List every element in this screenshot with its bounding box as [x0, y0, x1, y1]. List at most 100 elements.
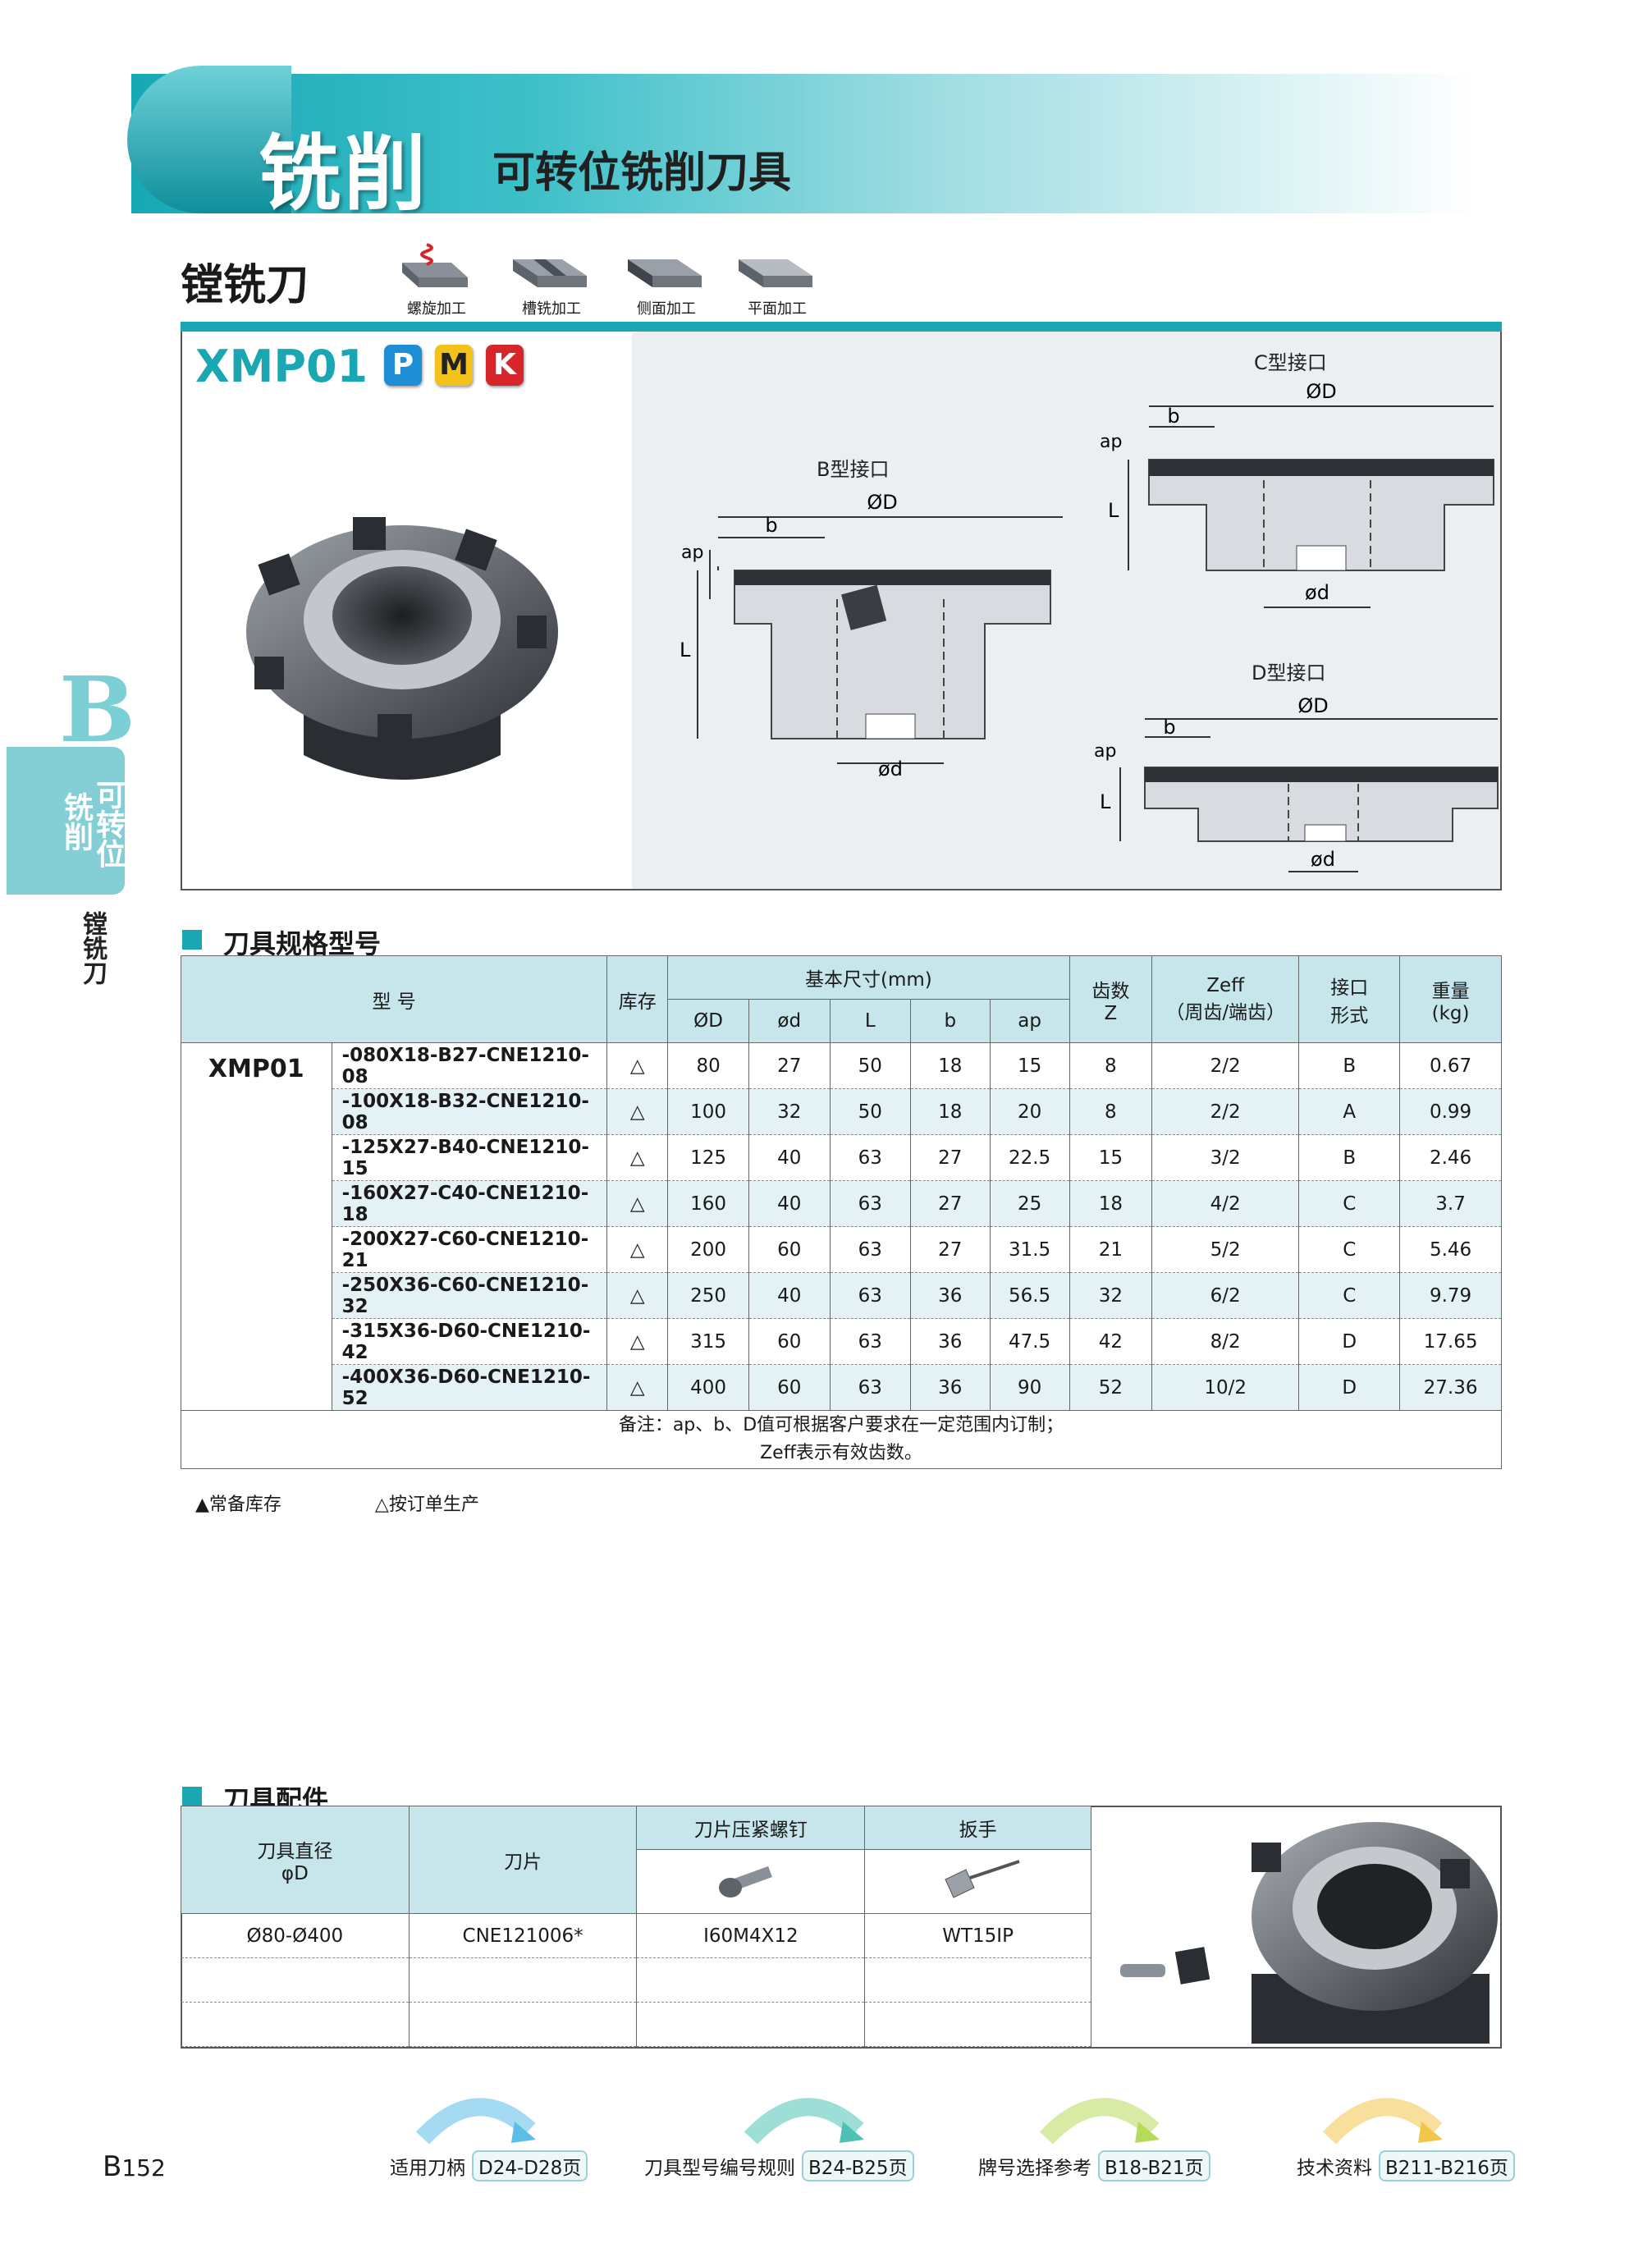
cell-ap: 20: [989, 1088, 1070, 1135]
cell-L: 63: [829, 1134, 912, 1181]
cell-weight: 2.46: [1399, 1134, 1502, 1181]
cell-iface: B: [1298, 1134, 1401, 1181]
cell-ap: 25: [989, 1180, 1070, 1227]
cell-d: 27: [748, 1042, 831, 1089]
model-code: -315X36-D60-CNE1210-42: [331, 1318, 608, 1365]
cell-iface: D: [1298, 1318, 1401, 1365]
cell-weight: 27.36: [1399, 1364, 1502, 1411]
d-type-d-label: ød: [1311, 848, 1335, 871]
c-type-b-label: b: [1167, 405, 1179, 428]
cell-stock: △: [606, 1318, 669, 1365]
section-marker: [182, 930, 202, 950]
cutter-photo: [246, 517, 558, 780]
face-milling-icon: [739, 259, 812, 287]
spec-note: 备注：ap、b、D值可根据客户要求在一定范围内订制； Zeff表示有效齿数。: [181, 1410, 1502, 1469]
cell-iface: C: [1298, 1180, 1401, 1227]
col-D: ØD: [667, 999, 749, 1043]
cell-zeff: 2/2: [1151, 1088, 1300, 1135]
cell-L: 63: [829, 1318, 912, 1365]
cell-ap: 90: [989, 1364, 1070, 1411]
b-type-diagram: ØD b ap L ød: [680, 492, 1063, 780]
cell-b: 18: [910, 1042, 991, 1089]
cell-z: 15: [1069, 1134, 1153, 1181]
cell-z: 8: [1069, 1042, 1153, 1089]
side-chapter-letter: B: [59, 657, 135, 762]
slot-milling-icon: [513, 259, 587, 287]
cell-ap: 31.5: [989, 1226, 1070, 1273]
cell-L: 63: [829, 1364, 912, 1411]
section-marker: [182, 1787, 202, 1806]
side-tab-line1: 可转位: [91, 780, 125, 868]
nav-arrow-icon: [744, 2098, 864, 2145]
wrench-image-cell: [864, 1849, 1091, 1914]
cell-zeff: 3/2: [1151, 1134, 1300, 1181]
screw-image-cell: [636, 1849, 866, 1914]
cell-D: 80: [667, 1042, 749, 1089]
acc-wrench-value: WT15IP: [864, 1913, 1091, 1958]
nav-arrow-icon: [1322, 2098, 1443, 2145]
cell-zeff: 5/2: [1151, 1226, 1300, 1273]
header-banner: [131, 74, 1477, 213]
page-number: B152: [103, 2150, 166, 2183]
cell-stock: △: [606, 1180, 669, 1227]
page-subtitle: 可转位铣削刀具: [492, 149, 792, 198]
d-type-diagram: ØD b ap L ød: [1094, 694, 1499, 872]
cell-b: 18: [910, 1088, 991, 1135]
col-model: 型 号: [180, 955, 608, 1043]
nav-arrow-icon: [1039, 2098, 1160, 2145]
col-b: b: [910, 999, 991, 1043]
cell-D: 250: [667, 1272, 749, 1319]
cell-z: 42: [1069, 1318, 1153, 1365]
c-type-d-label: ød: [1305, 581, 1329, 604]
helical-milling-icon: [402, 243, 468, 287]
cell-L: 50: [829, 1042, 912, 1089]
cell-zeff: 8/2: [1151, 1318, 1300, 1365]
c-type-D-label: ØD: [1306, 382, 1336, 403]
cell-D: 125: [667, 1134, 749, 1181]
col-interface: 接口形式: [1298, 955, 1401, 1043]
cell-d: 60: [748, 1318, 831, 1365]
op-label-slot: 槽铣加工: [522, 300, 581, 318]
model-code: -080X18-B27-CNE1210-08: [331, 1042, 608, 1089]
cell-d: 40: [748, 1180, 831, 1227]
cell-b: 27: [910, 1180, 991, 1227]
material-badge-p: P: [384, 345, 422, 386]
material-badge-k: K: [486, 345, 524, 386]
op-label-side: 侧面加工: [637, 300, 696, 318]
col-zeff: Zeff（周齿/端齿）: [1151, 955, 1300, 1043]
cell-b: 27: [910, 1134, 991, 1181]
spec-note-2: Zeff表示有效齿数。: [760, 1443, 922, 1463]
cutter-assembly-photo: [1120, 1822, 1498, 2044]
c-type-title: C型接口: [1254, 351, 1327, 374]
b-type-D-label: ØD: [867, 492, 897, 514]
cell-d: 60: [748, 1364, 831, 1411]
acc-col-wrench: 扳手: [864, 1805, 1091, 1851]
col-weight: 重量(kg): [1399, 955, 1502, 1043]
col-ap: ap: [989, 999, 1070, 1043]
cell-z: 52: [1069, 1364, 1153, 1411]
cell-stock: △: [606, 1088, 669, 1135]
wrench-icon: [944, 1859, 1020, 1898]
model-code: -160X27-C40-CNE1210-18: [331, 1180, 608, 1227]
acc-col-insert: 刀片: [408, 1806, 638, 1914]
model-code: -100X18-B32-CNE1210-08: [331, 1088, 608, 1135]
section-title: 镗铣刀: [181, 261, 309, 310]
cell-zeff: 2/2: [1151, 1042, 1300, 1089]
cell-zeff: 6/2: [1151, 1272, 1300, 1319]
nav-arrow-icon: [415, 2098, 536, 2145]
d-type-L-label: L: [1100, 790, 1111, 813]
b-type-title: B型接口: [817, 458, 890, 481]
cell-stock: △: [606, 1042, 669, 1089]
cell-iface: A: [1298, 1088, 1401, 1135]
b-type-b-label: b: [765, 514, 777, 537]
b-type-L-label: L: [680, 639, 691, 662]
cell-L: 50: [829, 1088, 912, 1135]
